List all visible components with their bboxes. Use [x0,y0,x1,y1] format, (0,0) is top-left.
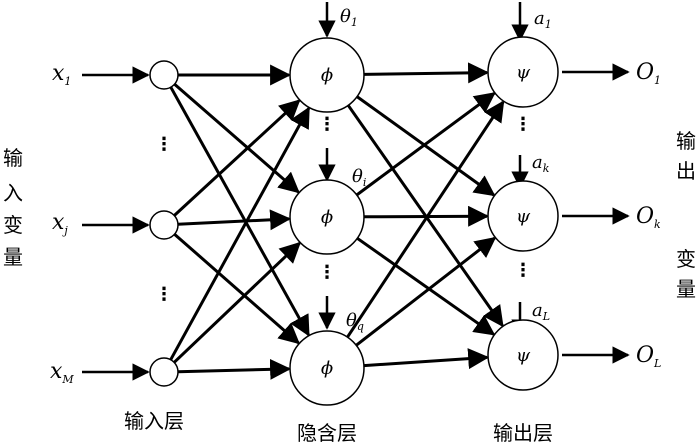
input-node-j [149,210,179,240]
left-char-2: 入 [3,181,23,205]
hidden-output-connection-9 [363,348,490,370]
ellipsis-hidden-lower: ⋮ [318,262,336,283]
input-node-1 [149,60,179,90]
hidden-output-connection-6 [356,237,496,336]
hidden-layer-nodes [289,37,365,406]
input-label-j: xj [52,210,68,237]
input-hidden-connection-2 [173,83,300,194]
input-label-m: xM [50,359,74,386]
phi-symbol-1: ϕ [321,65,333,86]
output-node-k [487,180,559,252]
input-variable-labels: x1 xj xM [50,61,74,386]
ellipsis-hidden-upper: ⋮ [318,114,336,135]
psi-symbol-l: ψ [516,345,531,366]
input-hidden-connection-4 [173,99,301,217]
output-node-l [487,319,559,391]
output-node-symbols: ψ ψ ψ [516,62,531,366]
input-hidden-connection-3 [169,86,310,337]
hidden-node-1 [289,37,365,113]
left-char-4: 量 [3,245,23,269]
a-label-k: ak [532,152,550,175]
psi-symbol-1: ψ [516,62,531,83]
hidden-output-connection-1 [363,62,490,84]
input-hidden-connection-9 [177,358,292,380]
left-char-1: 输 [3,146,23,170]
phi-symbol-q: ϕ [321,358,333,379]
layer-captions: 输入层 隐含层 输出层 [124,409,553,445]
hidden-output-connection-4 [355,92,496,197]
right-side-label: 输 出 变 量 [676,129,696,301]
input-hidden-connection-5 [177,209,292,231]
theta-label-q: θq [346,310,364,333]
a-label-1: a1 [534,8,552,31]
theta-label-i: θi [352,166,366,189]
right-char-1: 输 [676,129,696,153]
output-variable-labels: O1 Ok OL [636,60,661,370]
psi-symbol-k: ψ [516,206,531,227]
input-node-m [149,357,179,387]
network-connections [169,62,505,380]
ellipsis-marks: ⋮ ⋮ ⋮ ⋮ ⋮ ⋮ [155,114,532,305]
ellipsis-output-lower: ⋮ [514,260,532,281]
input-layer-caption: 输入层 [124,409,184,433]
left-side-label: 输 入 变 量 [3,146,23,269]
left-char-3: 变 [3,213,23,237]
hidden-output-connection-5 [363,205,490,227]
hidden-layer-caption: 隐含层 [297,421,357,445]
output-threshold-labels: a1 ak aL [532,8,552,323]
right-char-3: 变 [676,247,696,271]
output-arrows [562,63,630,364]
hidden-node-q [289,330,365,406]
hidden-output-connection-8 [355,236,497,347]
hidden-threshold-labels: θ1 θi θq [340,6,366,333]
input-layer-nodes [149,60,179,387]
hidden-output-connection-7 [346,100,505,339]
output-label-l: OL [636,343,661,370]
a-label-l: aL [532,300,550,323]
input-hidden-connection-8 [173,241,302,364]
ellipsis-input-upper: ⋮ [155,134,173,155]
phi-symbol-i: ϕ [321,207,333,228]
input-hidden-connection-7 [169,106,311,361]
input-label-1: x1 [52,61,71,88]
input-arrows [82,66,150,381]
output-label-1: O1 [636,60,661,87]
right-char-4: 量 [676,277,696,301]
output-layer-caption: 输出层 [493,421,553,445]
hidden-node-i [289,179,365,255]
output-layer-nodes [487,36,559,391]
hidden-node-symbols: ϕ ϕ ϕ [321,65,333,379]
ellipsis-output-upper: ⋮ [514,114,532,135]
output-label-k: Ok [636,204,661,231]
theta-label-1: θ1 [340,6,358,29]
output-node-1 [487,36,559,108]
right-char-2: 出 [676,159,696,183]
input-hidden-connection-6 [173,233,300,345]
ellipsis-input-lower: ⋮ [155,284,173,305]
